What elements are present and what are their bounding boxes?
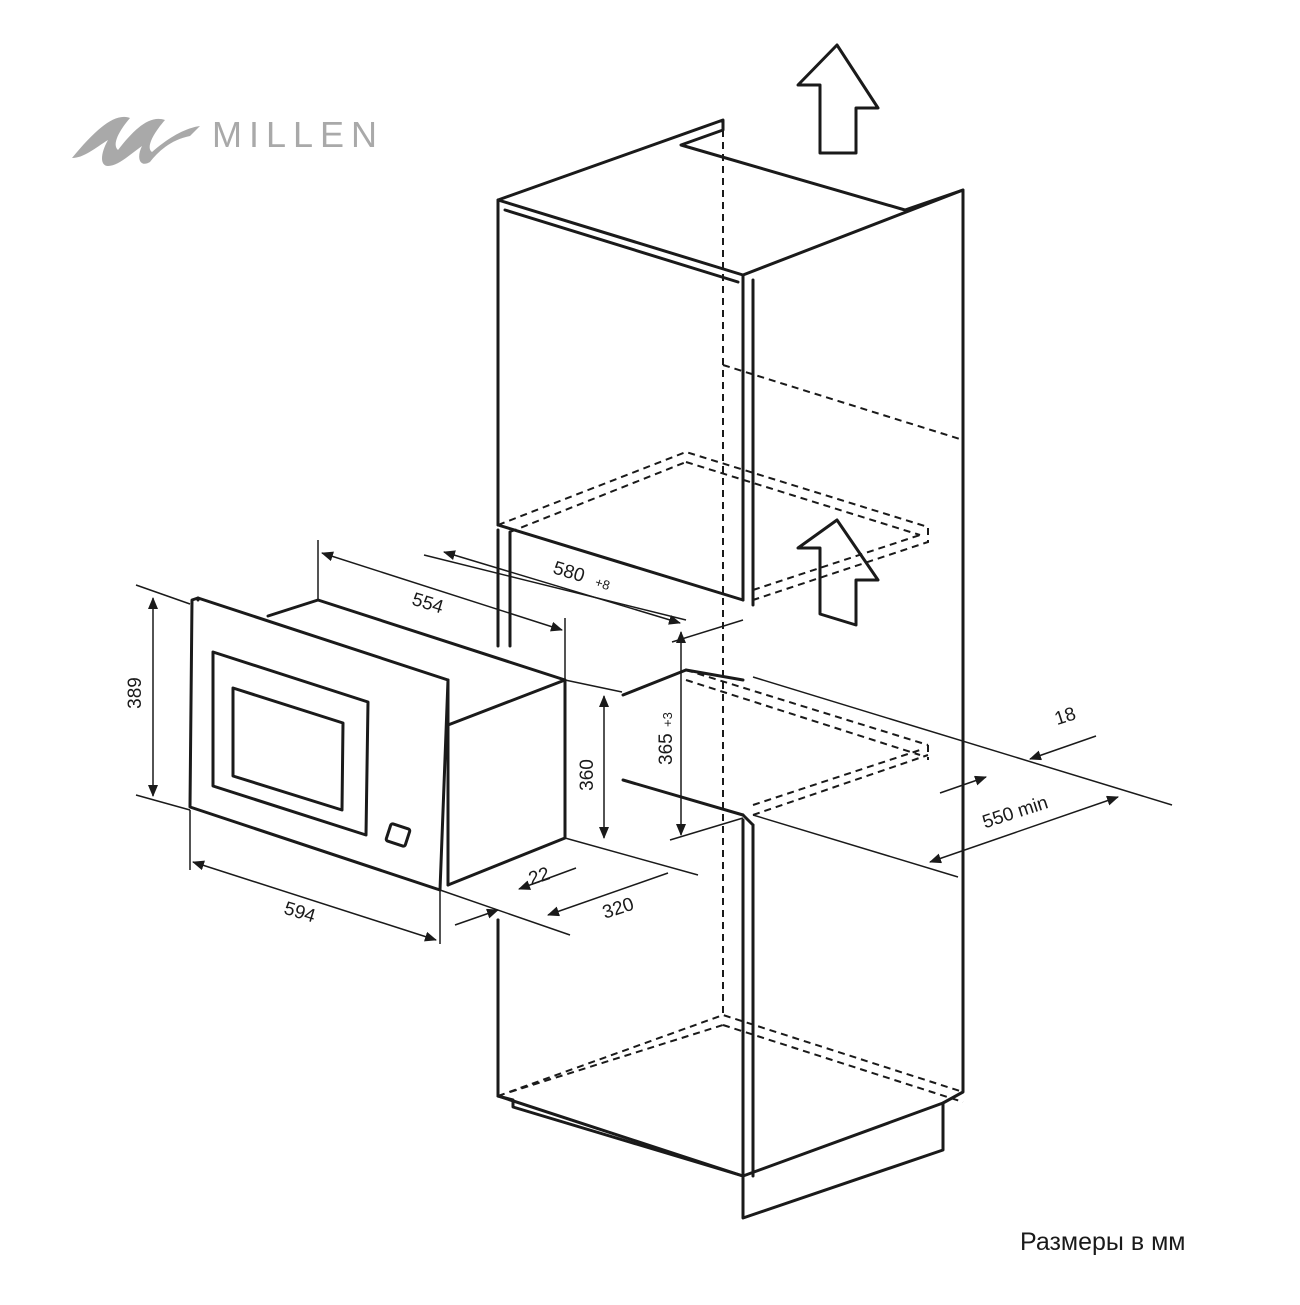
ventilation-arrow-icon <box>796 518 880 627</box>
dimension-labels: 389 594 554 360 320 22 580 +8 365 +3 550… <box>125 558 1079 928</box>
dim-oven-height: 389 <box>125 677 146 709</box>
microwave-oven <box>188 596 567 892</box>
dim-oven-depth: 554 <box>409 589 446 618</box>
millen-logo-icon <box>72 116 200 166</box>
dim-niche-width: 580 <box>551 558 587 587</box>
dim-frame-offset: 22 <box>526 864 553 891</box>
units-caption: Размеры в мм <box>1020 1228 1185 1256</box>
dim-niche-height-tolerance: +3 <box>660 712 675 727</box>
cabinet <box>496 118 965 1220</box>
dim-body-depth: 320 <box>600 894 637 924</box>
extension-lines <box>135 540 1173 944</box>
dim-niche-width-tolerance: +8 <box>593 574 612 593</box>
dim-niche-height: 365 <box>656 733 677 765</box>
ventilation-arrow-icon <box>796 43 880 155</box>
dim-body-height: 360 <box>577 759 598 791</box>
dimension-lines <box>148 550 1119 942</box>
dim-panel-thickness: 18 <box>1052 704 1079 731</box>
hidden-edges <box>497 130 964 1103</box>
brand-name: MILLEN <box>212 114 384 155</box>
dim-oven-width: 594 <box>281 898 318 927</box>
dim-cabinet-depth: 550 min <box>980 792 1051 833</box>
